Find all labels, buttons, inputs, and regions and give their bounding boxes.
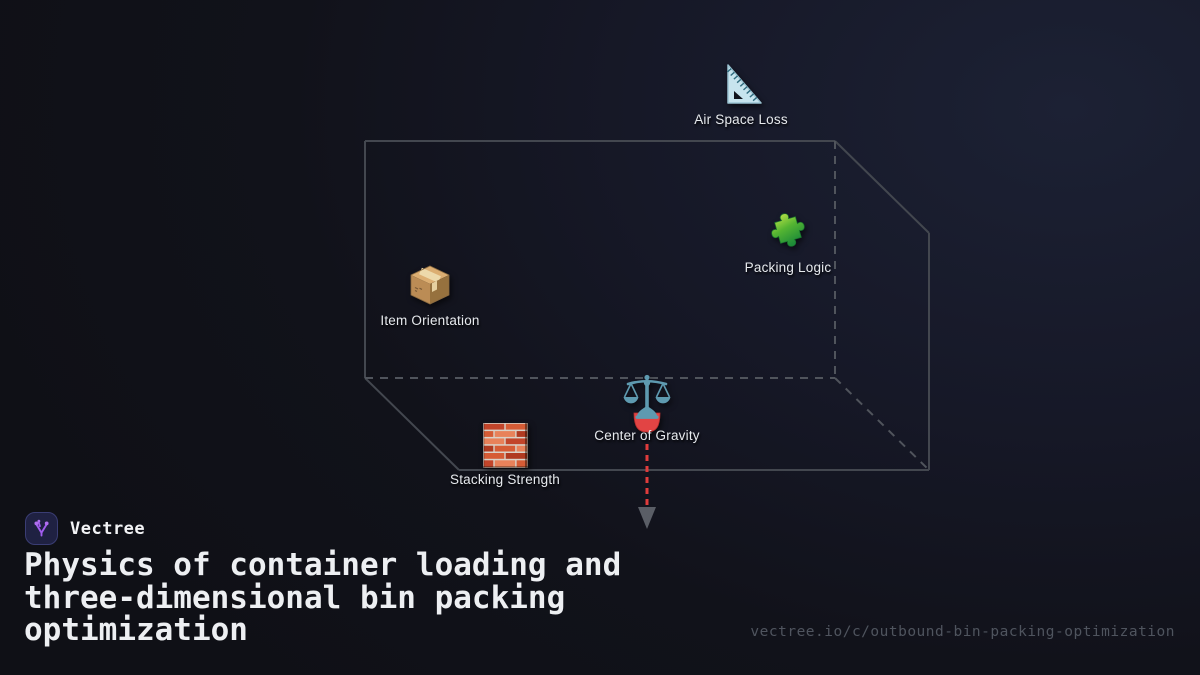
title-line-3: optimization — [24, 612, 248, 649]
gravity-arrow — [638, 444, 656, 529]
title-line-2: three-dimensional bin packing — [24, 579, 566, 616]
vectree-logo-icon — [34, 519, 49, 537]
wireframe-solid-edges — [364, 140, 930, 471]
wireframe-hidden-edges — [365, 141, 930, 471]
title-line-1: Physics of container loading and — [24, 547, 622, 583]
page-url: vectree.io/c/outbound-bin-packing-optimi… — [750, 624, 1175, 640]
vectree-logo — [25, 512, 58, 545]
brand-row: Vectree — [25, 512, 145, 545]
page-title: Physics of container loading and three-d… — [24, 549, 784, 647]
brand-name: Vectree — [70, 518, 146, 539]
